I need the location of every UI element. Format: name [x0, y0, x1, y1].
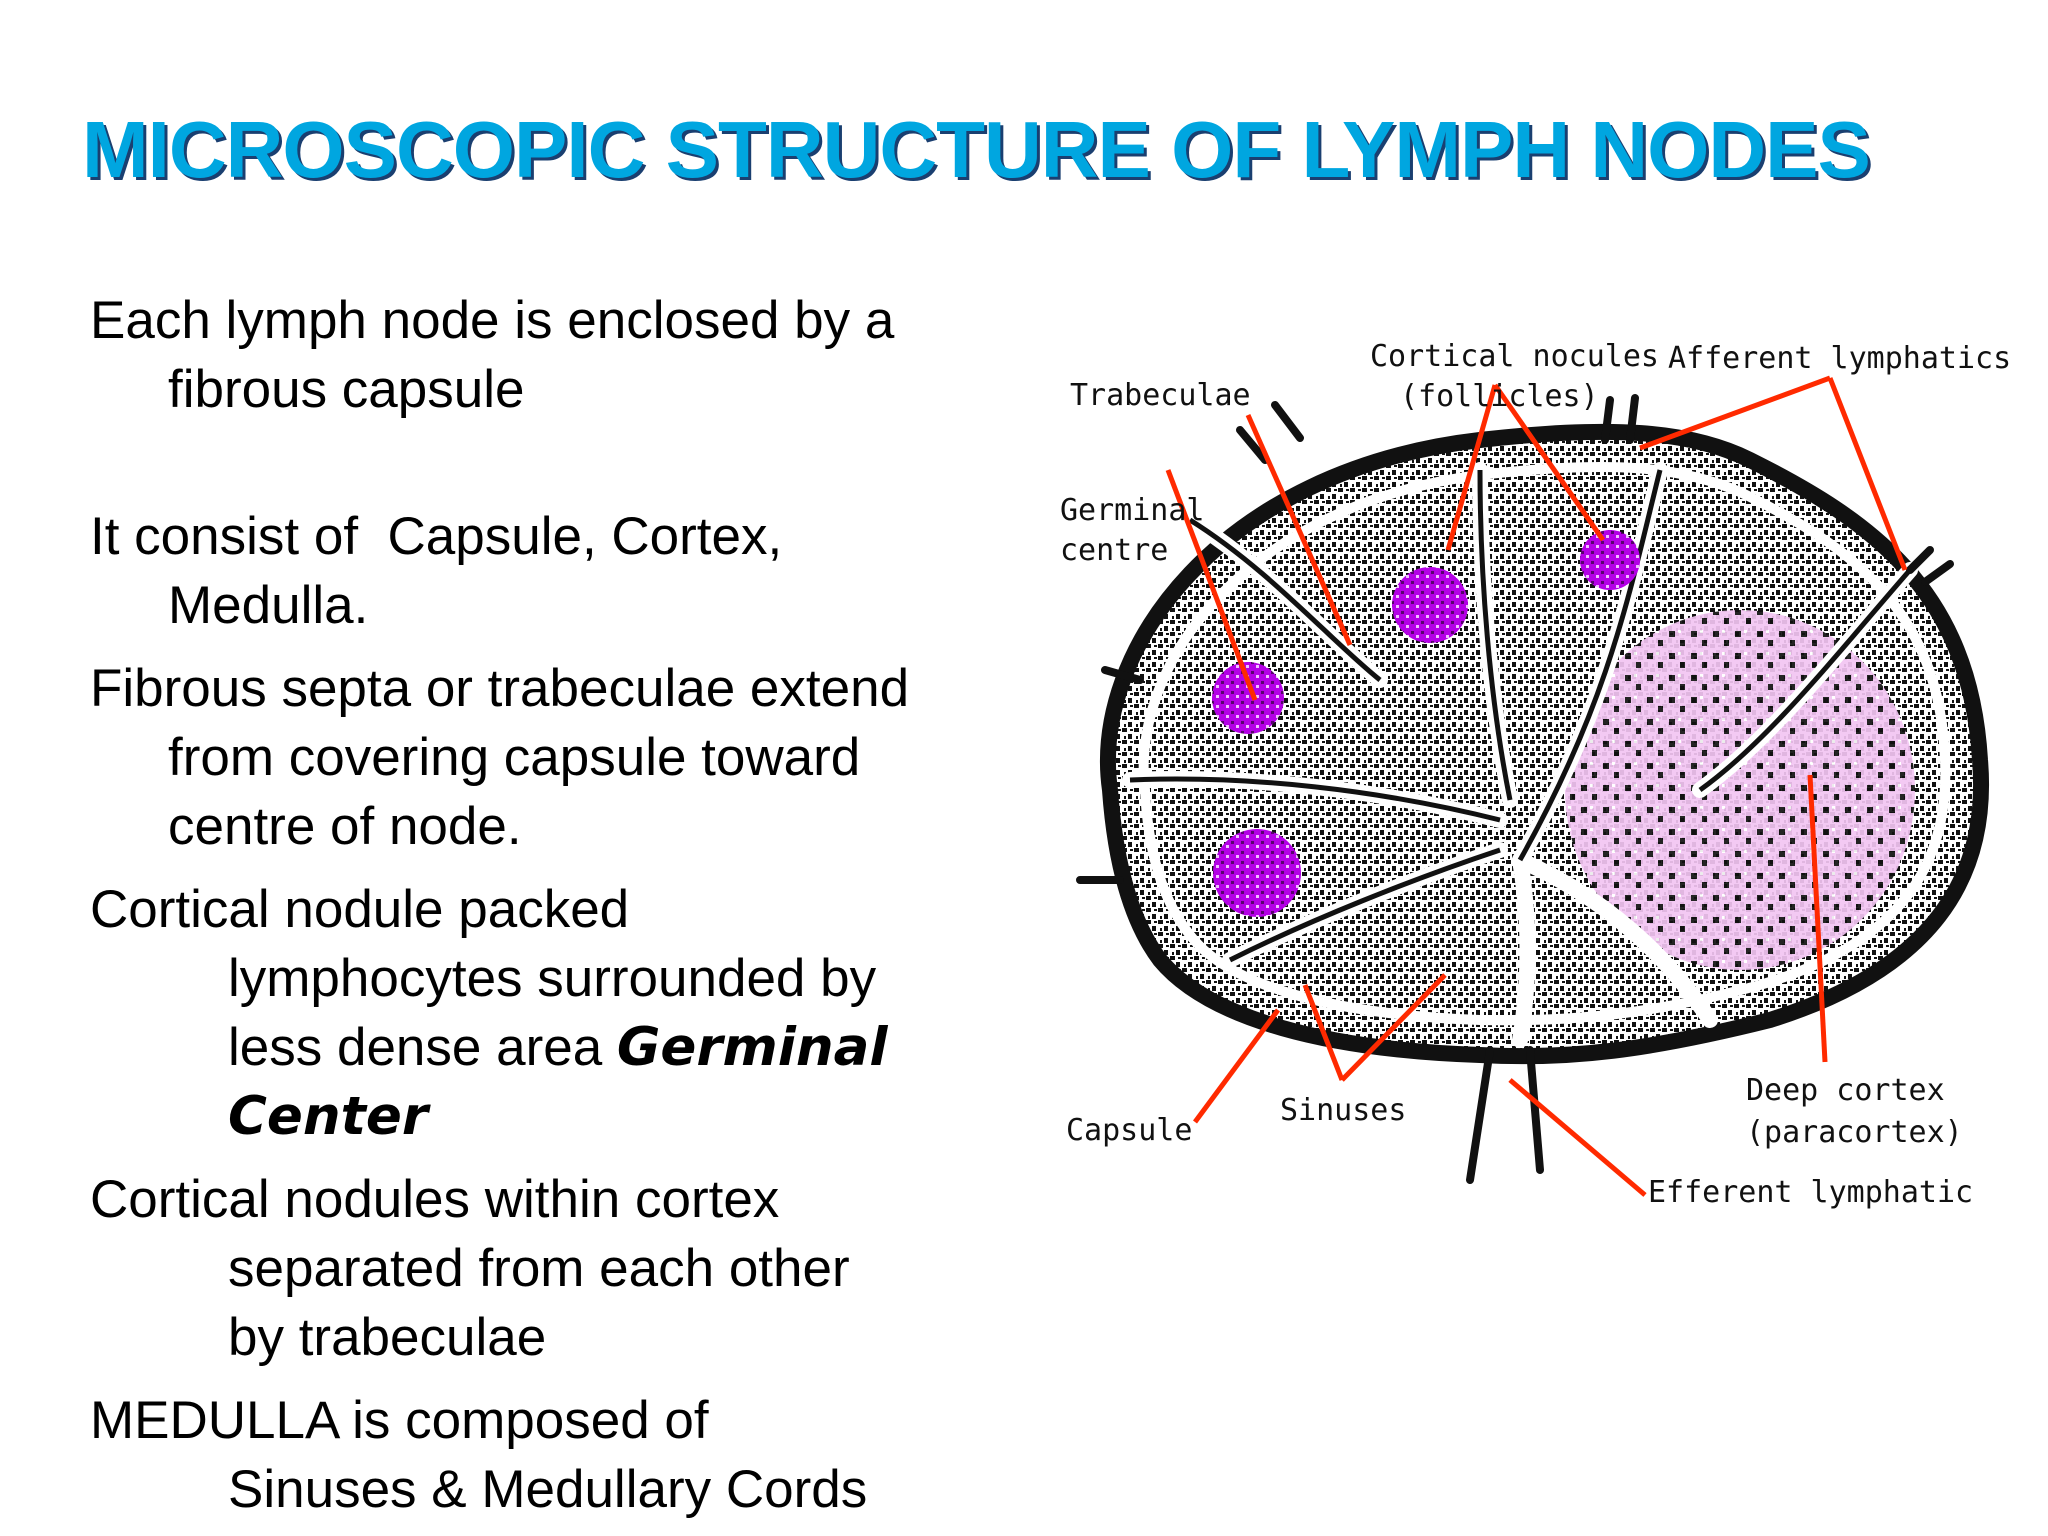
bullet-trabeculae: Fibrous septa or trabeculae extend from … — [90, 654, 1010, 861]
cortical-follicles — [1212, 530, 1640, 917]
label-cortical-nodules: Cortical nocules — [1370, 339, 1659, 374]
bullet-line: less dense area Germinal — [90, 1013, 1010, 1082]
bullet-line: Each lymph node is enclosed by a — [90, 291, 895, 350]
follicle — [1392, 567, 1468, 643]
bullet-line: Sinuses & Medullary Cords — [228, 1460, 868, 1519]
label-deep-cortex: Deep cortex — [1746, 1073, 1945, 1108]
lymphatic-vessels — [1076, 394, 1954, 1184]
lymph-node-illustration: Trabeculae Cortical nocules (follicles) … — [1060, 339, 2011, 1210]
bullet-line: MEDULLA is composed of — [90, 1391, 709, 1450]
center-emphasis: Center — [228, 1086, 428, 1147]
label-follicles: (follicles) — [1400, 379, 1599, 414]
label-paracortex: (paracortex) — [1746, 1115, 1963, 1150]
follicle — [1580, 530, 1640, 590]
bullet-cortical-nodules-cortex: Cortical nodules within cortex separated… — [90, 1165, 1010, 1372]
label-afferent-lymphatics: Afferent lymphatics — [1668, 341, 2011, 376]
label-capsule: Capsule — [1066, 1113, 1192, 1148]
bullet-line: centre of node. — [168, 797, 522, 856]
lymph-node-diagram: Trabeculae Cortical nocules (follicles) … — [1050, 320, 2030, 1240]
follicle — [1212, 662, 1284, 734]
label-pointers — [1165, 375, 1908, 1197]
deep-cortex-region — [1565, 610, 1915, 970]
bullet-line: Cortical nodules within cortex — [90, 1170, 780, 1229]
bullet-line: lymphocytes surrounded by — [228, 949, 877, 1008]
bullet-line: separated from each other — [228, 1239, 850, 1298]
bullet-capsule: Each lymph node is enclosed by a fibrous… — [90, 286, 1010, 424]
bullet-medulla: MEDULLA is composed of Sinuses & Medulla… — [90, 1386, 1010, 1524]
bullet-line-text: less dense area — [228, 1018, 617, 1077]
label-efferent-lymphatic: Efferent lymphatic — [1648, 1175, 1973, 1210]
label-trabeculae: Trabeculae — [1070, 378, 1251, 413]
bullet-components: It consist of Capsule, Cortex, Medulla. — [90, 502, 1010, 640]
slide-title: MICROSCOPIC STRUCTURE OF LYMPH NODES — [82, 105, 1871, 194]
bullet-cortical-nodule: Cortical nodule packed lymphocytes surro… — [90, 875, 1010, 1151]
bullet-line: Fibrous septa or trabeculae extend — [90, 659, 910, 718]
label-sinuses: Sinuses — [1280, 1093, 1406, 1128]
label-centre: centre — [1060, 533, 1168, 568]
bullet-list: Each lymph node is enclosed by a fibrous… — [90, 286, 1010, 1524]
bullet-line: by trabeculae — [228, 1308, 547, 1367]
follicle — [1213, 829, 1301, 917]
bullet-line: Cortical nodule packed — [90, 880, 630, 939]
bullet-line: It consist of Capsule, Cortex, — [90, 507, 783, 566]
bullet-line: from covering capsule toward — [168, 728, 861, 787]
bullet-line: Medulla. — [168, 576, 369, 635]
bullet-line: fibrous capsule — [168, 360, 525, 419]
label-germinal: Germinal — [1060, 493, 1205, 528]
germinal-emphasis: Germinal — [616, 1017, 888, 1078]
